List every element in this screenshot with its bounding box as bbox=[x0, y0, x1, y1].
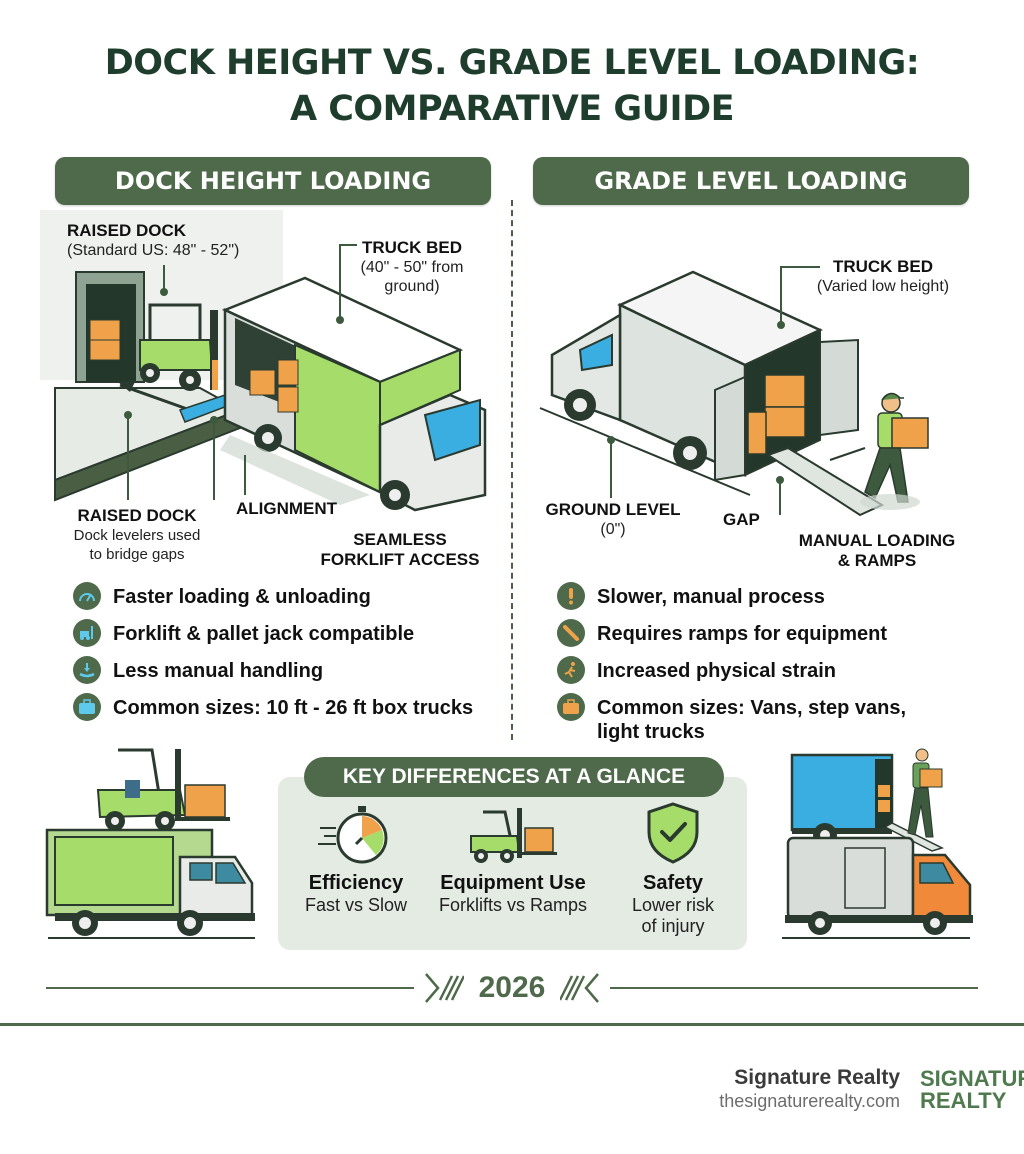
list-item: Common sizes: Vans, step vans, light tru… bbox=[557, 693, 906, 744]
callout-raised-dock-top: RAISED DOCK (Standard US: 48" - 52") bbox=[67, 221, 240, 259]
list-item: Forklift & pallet jack compatible bbox=[73, 619, 473, 659]
leader-dot bbox=[607, 436, 615, 444]
section-divider bbox=[511, 200, 513, 740]
year-label: 2026 bbox=[478, 971, 546, 1004]
year-banner: 2026 bbox=[0, 968, 1024, 1008]
leader-line bbox=[780, 266, 820, 268]
briefcase-icon bbox=[557, 693, 585, 721]
year-divider-left bbox=[46, 987, 414, 989]
list-item: Less manual handling bbox=[73, 656, 473, 696]
alignment-arrow bbox=[244, 455, 246, 495]
dock-loading-illustration bbox=[40, 210, 487, 512]
running-person-icon bbox=[557, 656, 585, 684]
ramp-icon bbox=[557, 619, 585, 647]
title-line-2: A COMPARATIVE GUIDE bbox=[289, 89, 735, 129]
ornament-left-icon bbox=[425, 973, 464, 1003]
callout-grade-truck-bed: TRUCK BED (Varied low height) bbox=[816, 257, 950, 295]
shield-check-icon bbox=[647, 802, 699, 864]
brand-name: Signature Realty bbox=[734, 1066, 900, 1089]
leader-dot bbox=[210, 416, 218, 424]
ornament-right-icon bbox=[560, 973, 599, 1003]
exclamation-icon bbox=[557, 582, 585, 610]
key-differences-header: KEY DIFFERENCES AT A GLANCE bbox=[304, 757, 724, 797]
box-truck-forklift-illustration bbox=[45, 748, 255, 939]
key-difference-equipment: Equipment Use Forklifts vs Ramps bbox=[428, 800, 598, 916]
list-item: Requires ramps for equipment bbox=[557, 619, 906, 659]
title-line-1: DOCK HEIGHT VS. GRADE LEVEL LOADING: bbox=[104, 43, 920, 83]
callout-ground-level: GROUND LEVEL (0") bbox=[545, 500, 681, 538]
leader-line bbox=[779, 480, 781, 515]
leader-dot bbox=[124, 411, 132, 419]
leader-line bbox=[213, 420, 215, 500]
briefcase-icon bbox=[73, 693, 101, 721]
key-difference-safety: Safety Lower risk of injury bbox=[618, 800, 728, 937]
leader-line bbox=[163, 265, 165, 291]
stopwatch-icon bbox=[318, 806, 388, 864]
leader-line bbox=[127, 415, 129, 500]
grade-level-header: GRADE LEVEL LOADING bbox=[533, 157, 969, 205]
list-item: Increased physical strain bbox=[557, 656, 906, 696]
brand-url[interactable]: thesignaturerealty.com bbox=[719, 1091, 900, 1111]
leader-dot bbox=[160, 288, 168, 296]
grade-drawbacks-list: Slower, manual process Requires ramps fo… bbox=[557, 582, 906, 744]
leader-dot bbox=[777, 321, 785, 329]
callout-alignment: ALIGNMENT bbox=[236, 499, 338, 518]
speedometer-icon bbox=[73, 582, 101, 610]
van-ramp-illustration bbox=[782, 748, 973, 939]
list-item: Slower, manual process bbox=[557, 582, 906, 622]
list-item: Faster loading & unloading bbox=[73, 582, 473, 622]
leader-line bbox=[780, 266, 782, 324]
dock-height-header: DOCK HEIGHT LOADING bbox=[55, 157, 491, 205]
hand-download-icon bbox=[73, 656, 101, 684]
leader-line bbox=[339, 244, 341, 318]
callout-gap: GAP bbox=[723, 510, 760, 529]
leader-dot bbox=[336, 316, 344, 324]
footer-divider bbox=[0, 1023, 1024, 1026]
callout-raised-dock-bottom: RAISED DOCK Dock levelers used to bridge… bbox=[73, 506, 201, 563]
key-difference-efficiency: Efficiency Fast vs Slow bbox=[296, 800, 416, 916]
year-divider-right bbox=[610, 987, 978, 989]
list-item: Common sizes: 10 ft - 26 ft box trucks bbox=[73, 693, 473, 733]
dock-benefits-list: Faster loading & unloading Forklift & pa… bbox=[73, 582, 473, 733]
callout-manual-loading: MANUAL LOADING & RAMPS bbox=[798, 531, 956, 570]
grade-loading-illustration bbox=[539, 270, 929, 517]
page-title: DOCK HEIGHT VS. GRADE LEVEL LOADING: A C… bbox=[0, 40, 1024, 132]
leader-line bbox=[339, 244, 357, 246]
leader-dot bbox=[776, 476, 784, 484]
forklift-icon bbox=[73, 619, 101, 647]
callout-truck-bed: TRUCK BED (40" - 50" from ground) bbox=[360, 238, 464, 295]
leader-line bbox=[610, 440, 612, 498]
callout-seamless-forklift: SEAMLESS FORKLIFT ACCESS bbox=[320, 530, 480, 569]
forklift-icon bbox=[470, 808, 557, 863]
